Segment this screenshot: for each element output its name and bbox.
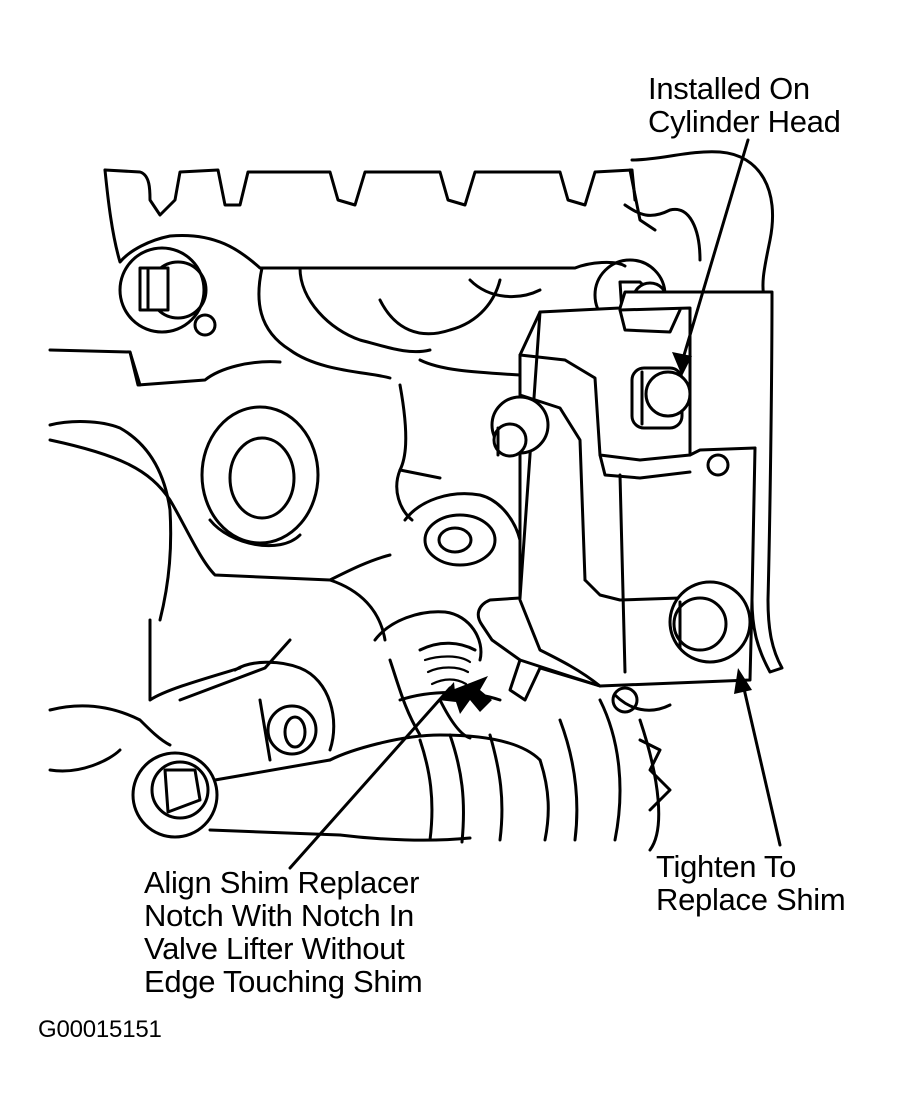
camshaft-bore: [200, 405, 522, 567]
callout-text-line: Align Shim Replacer: [144, 865, 420, 900]
callout-text-line: Notch With Notch In: [144, 898, 414, 933]
callout-align-shim-replacer: Align Shim Replacer Notch With Notch In …: [144, 865, 423, 999]
callout-text-line: Valve Lifter Without: [144, 931, 405, 966]
camshaft-assembly: [48, 660, 622, 844]
head-bolt-left: [118, 246, 217, 337]
tightening-bolt: [611, 580, 752, 852]
valve-lifter: [373, 610, 502, 740]
callout-installed-on-cylinder-head: Installed On Cylinder Head: [648, 72, 841, 138]
callout-text-line: Replace Shim: [656, 882, 846, 917]
callout-text-line: Edge Touching Shim: [144, 964, 423, 999]
tool-mounting-bolt: [630, 366, 692, 430]
callout-tighten-to-replace-shim: Tighten To Replace Shim: [656, 849, 846, 917]
leader-arrowheads: [438, 352, 752, 702]
leader-lines: [288, 138, 782, 870]
callout-text-line: Tighten To: [656, 849, 797, 884]
figure-id: G00015151: [38, 1016, 162, 1043]
callout-text-line: Cylinder Head: [648, 104, 841, 139]
callout-text-line: Installed On: [648, 71, 810, 106]
bold-arrow-icon: [452, 676, 492, 714]
